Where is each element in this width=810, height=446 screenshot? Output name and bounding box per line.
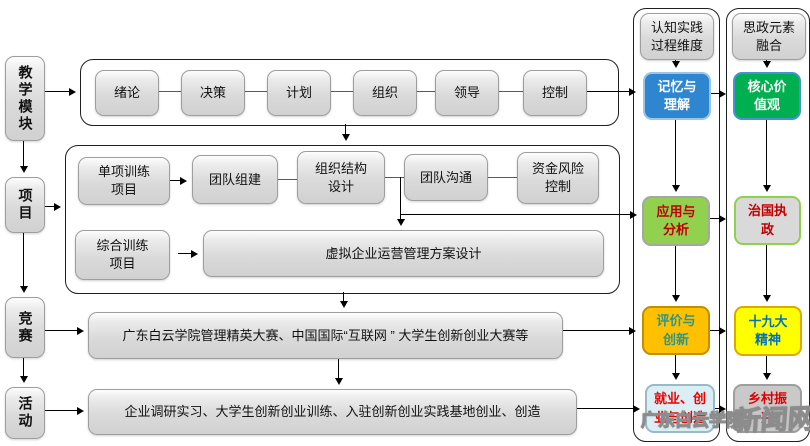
connector [486,177,517,178]
arrow-employment-to-rural [712,404,726,413]
ideology-19th-congress-spirit: 十九大 精神 [734,306,802,356]
ideology-rural-revitalization: 乡村振 兴 [733,384,802,433]
project-box-fund-risk: 资金风险 控制 [517,152,599,204]
competition-row-box: 广东白云学院管理精英大赛、中国国际“互联网 ” 大学生创新创业大赛等 [88,312,563,359]
watermark-news-logo: 新闻网 [732,403,810,437]
stage-box-project: 项目 [5,177,45,233]
arrow-projects-to-competition-row [339,292,348,308]
arrow-projects-to-application [400,210,637,219]
arrow-competition-to-activity [19,356,28,383]
arrow-junction-to-virtual [396,177,405,226]
connector [157,91,181,92]
arrow [671,351,680,380]
cognitive-panel-header: 认知实践 过程维度 [640,13,714,60]
module-box-decision: 决策 [181,70,245,116]
project-box-virtual-enterprise: 虚拟企业运营管理方案设计 [203,230,604,277]
module-box-planning: 计划 [267,70,331,116]
project-box-comprehensive-training: 综合训练 项目 [75,230,170,280]
connector [415,91,435,92]
arrow [671,242,680,302]
arrow-application-to-governance [707,214,726,223]
arrow [762,116,771,192]
arrow-comprehensive-to-virtual [178,249,198,258]
arrow-competition-to-activity-row [334,357,343,385]
arrow-activity-to-employment [575,404,640,413]
arrow [762,241,771,302]
arrow [762,58,771,68]
cognitive-level-memory-understanding: 记忆与 理解 [643,72,711,120]
module-box-organizing: 组织 [353,70,417,116]
stage-box-activity: 活动 [5,387,45,439]
arrow-activity-to-activities [43,406,84,415]
arrow-single-to-team [168,176,187,185]
arrow-memory-to-corevalues [707,89,726,98]
project-box-single-training: 单项训练 项目 [78,157,170,205]
arrow [671,116,680,192]
arrow-project-to-competition [19,231,28,293]
activity-row-box: 企业调研实习、大学生创新创业训练、入驻创新创业实践基地创业、创造 [88,389,577,435]
connector [383,177,404,178]
arrow-competition-to-evaluation [561,326,636,335]
project-box-team-communication: 团队沟通 [404,154,488,201]
arrow [762,352,771,380]
stage-box-teaching-module: 教学模块 [5,56,45,141]
project-box-org-structure: 组织结构 设计 [297,151,385,204]
arrow-control-to-memory [585,87,636,96]
ideology-panel-header: 思政元素 融合 [732,13,806,60]
arrow [671,58,680,68]
arrow-teaching-to-project [19,139,28,173]
cognitive-level-application-analysis: 应用与 分析 [642,196,710,246]
arrow-modules-to-projects [341,124,350,141]
ideology-core-values: 核心价 值观 [733,72,801,120]
connector [276,179,297,180]
connector [329,91,353,92]
module-box-introduction: 绪论 [95,70,159,116]
ideology-governance: 治国执 政 [734,196,801,245]
arrow-project-to-trainings [43,202,61,211]
arrow-evaluation-to-congress [707,326,726,335]
module-box-leading: 领导 [435,70,499,116]
watermark-site-name: 广东白云学院 [640,410,743,430]
cognitive-level-evaluation-innovation: 评价与 创新 [642,306,710,355]
stage-box-competition: 竞赛 [5,297,45,358]
cognitive-level-employment-creation: 就业、创 业与创造 [645,384,715,433]
connector [243,91,267,92]
module-box-controlling: 控制 [523,70,587,116]
arrow-teaching-to-modules [43,87,76,96]
arrow-competition-to-contests [43,326,84,335]
connector [497,91,523,92]
project-box-team-building: 团队组建 [192,155,278,204]
